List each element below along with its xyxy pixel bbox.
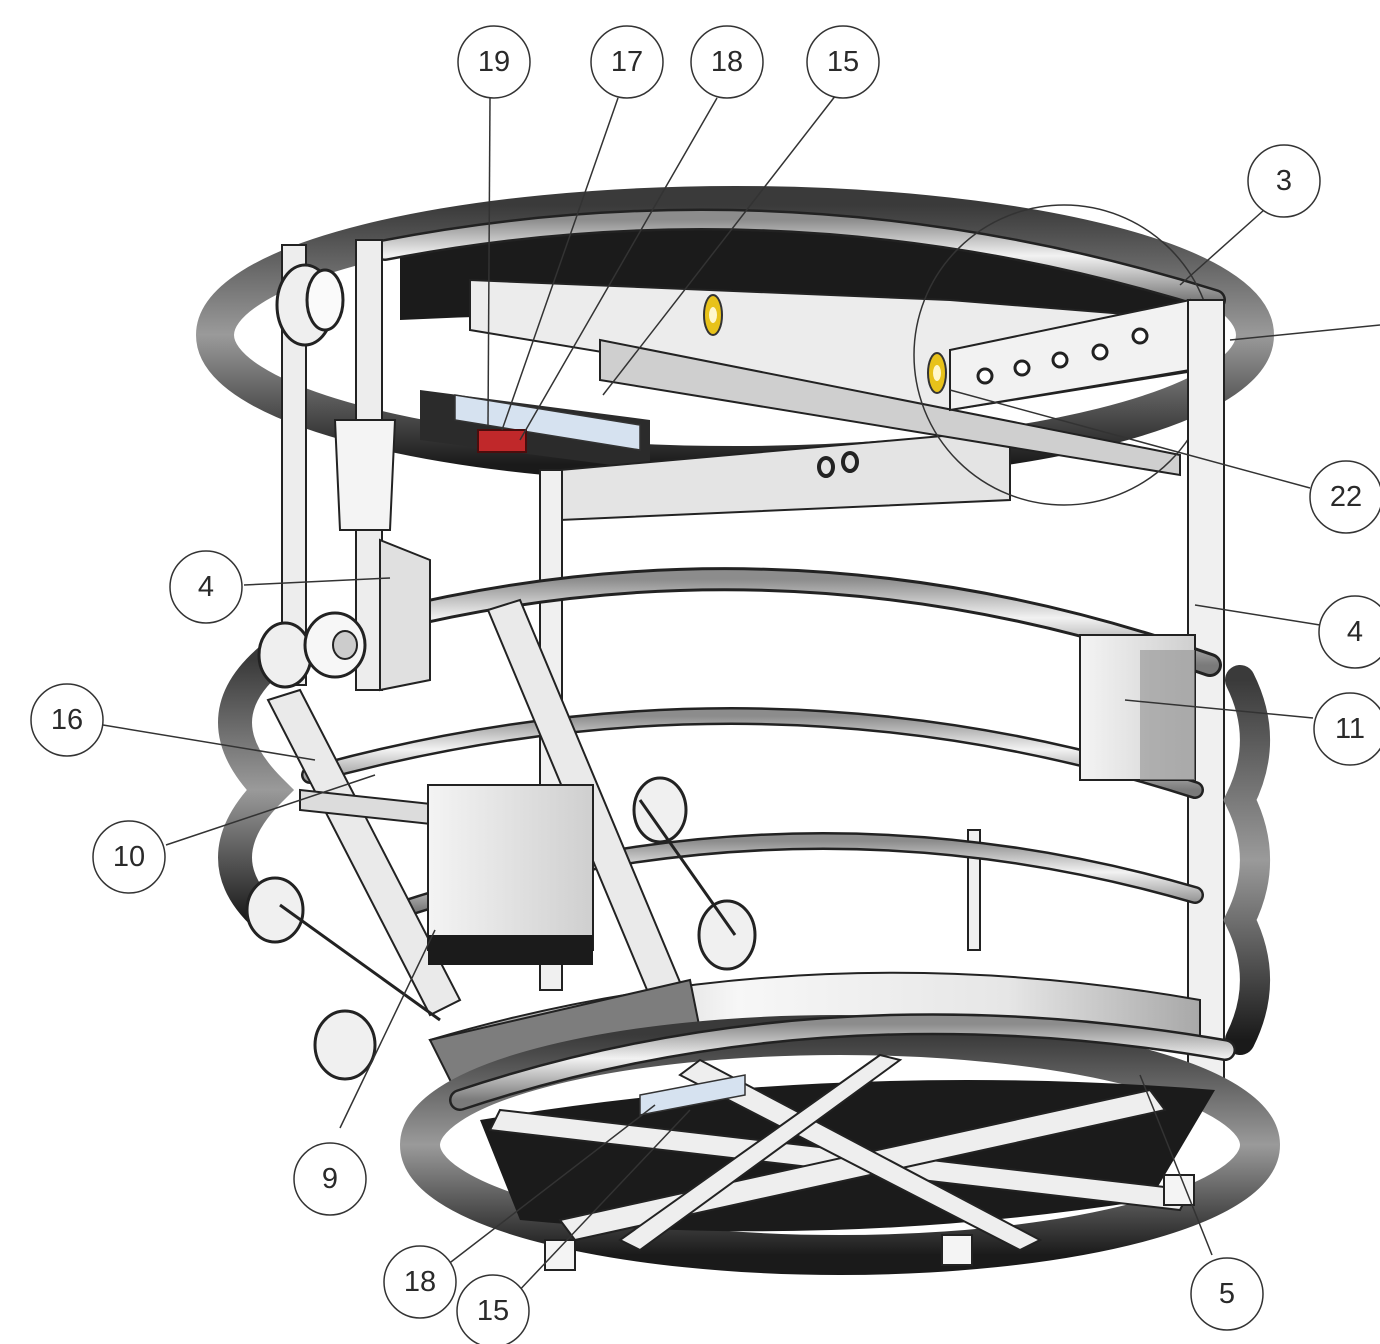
floor-feet	[544, 1174, 1195, 1271]
callout-15-circle	[806, 25, 880, 99]
callout-16-circle	[30, 683, 104, 757]
callout-9-circle	[293, 1142, 367, 1216]
floor-glass	[639, 1074, 746, 1116]
callout-4: 4	[198, 571, 214, 603]
callout-4b-circle	[1318, 595, 1380, 669]
callout-5-circle	[1190, 1257, 1264, 1331]
callout-11: 11	[1335, 713, 1365, 745]
callouts	[30, 25, 1380, 1344]
top-side-plate-bolts	[976, 327, 1149, 385]
top-crossbar	[599, 338, 1181, 477]
callout-19-circle	[457, 25, 531, 99]
top-glass-panel	[454, 394, 641, 451]
red-component	[477, 429, 527, 453]
guide-wheels-upper	[257, 611, 367, 689]
yellow-lifting-eye-2	[927, 352, 947, 394]
yellow-lifting-eye-1	[703, 294, 723, 336]
callout-4a-circle	[169, 550, 243, 624]
panel-11-shadow	[1140, 650, 1195, 780]
callout-11-circle	[1313, 692, 1380, 766]
guide-wheels-lower	[245, 776, 757, 1081]
callout-18: 18	[711, 46, 743, 78]
callout-17-circle	[590, 25, 664, 99]
callout-4-right: 4	[1347, 616, 1363, 648]
shackle-rings	[817, 451, 859, 478]
callout-19: 19	[478, 46, 510, 78]
top-ring	[196, 186, 1274, 522]
callout-labels: 19 17 18 15 3 22 4 4 11 16 10 9 18 15 5	[51, 46, 1365, 1327]
top-pulley	[275, 263, 345, 347]
callout-17: 17	[611, 46, 643, 78]
callout-18-bottom: 18	[404, 1266, 436, 1298]
callout-18b-circle	[383, 1245, 457, 1319]
callout-22-circle	[1309, 460, 1380, 534]
callout-3-circle	[1247, 144, 1321, 218]
left-gate-assembly	[245, 239, 757, 1081]
floor-beams	[488, 1053, 1192, 1252]
callout-10: 10	[113, 841, 145, 873]
callout-15-bottom: 15	[477, 1295, 509, 1327]
callout-15: 15	[827, 46, 859, 78]
bottom-assembly	[400, 971, 1280, 1275]
callout-15b-circle	[456, 1274, 530, 1344]
callout-9: 9	[322, 1163, 338, 1195]
callout-5: 5	[1219, 1278, 1235, 1310]
top-rail-tube-highlight	[376, 211, 1224, 309]
control-box	[427, 784, 594, 951]
leader-lines	[102, 94, 1380, 1297]
callout-3: 3	[1276, 165, 1292, 197]
callout-10-circle	[92, 820, 166, 894]
callout-18-circle	[690, 25, 764, 99]
callout-22: 22	[1330, 481, 1362, 513]
callout-16: 16	[51, 704, 83, 736]
